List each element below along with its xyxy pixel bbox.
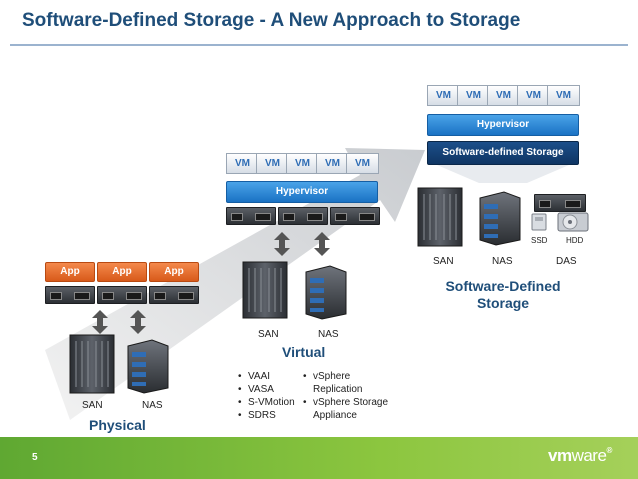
slide-title: Software-Defined Storage - A New Approac… (22, 10, 521, 31)
sds-vm-3: VM (487, 85, 520, 106)
virtual-vm-2: VM (256, 153, 289, 174)
physical-server-1 (45, 286, 95, 304)
title-divider (10, 44, 628, 46)
logo-vm: vm (548, 446, 572, 465)
physical-nas-icon (127, 339, 169, 394)
sds-san-label: SAN (433, 256, 454, 267)
sds-vm-2: VM (457, 85, 490, 106)
virtual-nas-icon (305, 265, 347, 320)
ssd-label: SSD (531, 236, 548, 245)
logo-ware: ware (571, 446, 607, 465)
sds-vm-1: VM (427, 85, 460, 106)
virtual-host-3 (330, 207, 380, 225)
sds-funnel-icon (437, 165, 569, 183)
app-box-1: App (45, 262, 95, 282)
virtual-san-label: SAN (258, 329, 279, 340)
virtual-vm-1: VM (226, 153, 259, 174)
sds-layer-bar: Software-defined Storage (427, 141, 579, 165)
footer-bar (0, 437, 638, 479)
virtual-features-right: vSphere Replication vSphere Storage Appl… (303, 370, 403, 422)
feature-item: vSphere Storage Appliance (303, 396, 413, 422)
physical-server-2 (97, 286, 147, 304)
das-server-icon (534, 194, 586, 212)
feature-item: VAAI (238, 370, 295, 383)
vmware-logo: vmware® (548, 446, 612, 466)
sds-nas-label: NAS (492, 256, 513, 267)
virtual-hypervisor-bar: Hypervisor (226, 181, 378, 203)
virtual-host-2 (278, 207, 328, 225)
hdd-label: HDD (566, 236, 584, 245)
feature-item: SDRS (238, 409, 295, 422)
virtual-double-arrow-icon (274, 232, 330, 256)
virtual-vm-4: VM (316, 153, 349, 174)
physical-server-3 (149, 286, 199, 304)
virtual-nas-label: NAS (318, 329, 339, 340)
sds-vm-4: VM (517, 85, 550, 106)
ssd-icon (531, 213, 547, 231)
virtual-vm-3: VM (286, 153, 319, 174)
feature-item: S-VMotion (238, 396, 295, 409)
virtual-san-rack-icon (242, 261, 288, 319)
logo-reg: ® (606, 446, 612, 455)
double-arrow-icon (92, 310, 146, 334)
virtual-heading: Virtual (282, 344, 326, 360)
app-box-2: App (97, 262, 147, 282)
physical-heading: Physical (89, 417, 146, 433)
app-box-3: App (149, 262, 199, 282)
page-number: 5 (32, 452, 38, 463)
sds-das-label: DAS (556, 256, 577, 267)
virtual-features-left: VAAI VASA S-VMotion SDRS (238, 370, 295, 422)
sds-hypervisor-bar: Hypervisor (427, 114, 579, 136)
physical-san-rack-icon (69, 334, 115, 394)
sds-nas-icon (479, 191, 521, 246)
virtual-vm-5: VM (346, 153, 379, 174)
physical-san-label: SAN (82, 400, 103, 411)
sds-vm-5: VM (547, 85, 580, 106)
hdd-icon (557, 212, 589, 232)
feature-item: vSphere Replication (303, 370, 391, 396)
physical-nas-label: NAS (142, 400, 163, 411)
virtual-host-1 (226, 207, 276, 225)
sds-heading: Software-Defined Storage (445, 278, 561, 311)
sds-san-rack-icon (417, 187, 463, 247)
feature-item: VASA (238, 383, 295, 396)
